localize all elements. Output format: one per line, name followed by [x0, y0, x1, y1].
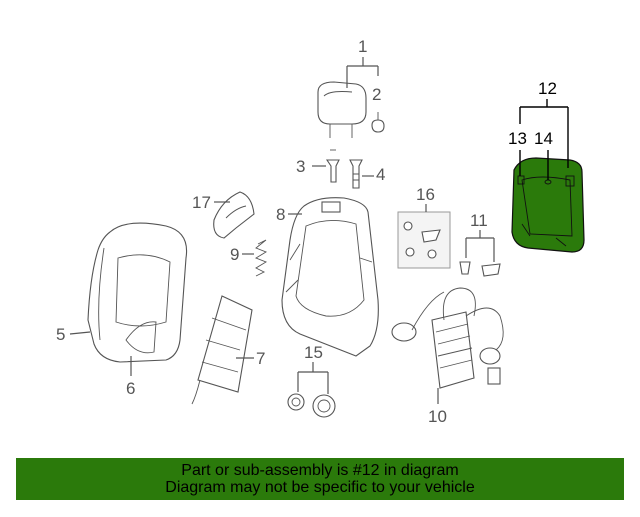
part-10-lumbar-support[interactable] [391, 287, 504, 389]
part-3-guide-sleeve[interactable] [325, 149, 340, 183]
callout-17: 17 [192, 193, 211, 212]
callout-9: 9 [230, 245, 239, 264]
callout-5: 5 [56, 325, 65, 344]
banner-line-2: Diagram may not be specific to your vehi… [165, 479, 475, 496]
callout-1: 1 [358, 37, 367, 56]
callout-11: 11 [470, 211, 488, 230]
part-16-fastener-kit[interactable] [397, 211, 451, 269]
part-4-guide-sleeve[interactable] [349, 159, 363, 189]
part-7-backrest-panel[interactable] [191, 295, 253, 405]
callout-3: 3 [296, 157, 305, 176]
part-2-guide[interactable] [371, 112, 385, 133]
callout-12: 12 [538, 79, 557, 98]
callout-2: 2 [372, 85, 381, 104]
part-15-bushings[interactable] [287, 393, 336, 418]
callout-15: 15 [304, 343, 323, 362]
part-12-backrest-panel[interactable] [511, 157, 585, 253]
callout-8: 8 [276, 205, 285, 224]
callout-6: 6 [126, 379, 135, 398]
part-9-spring[interactable] [254, 239, 268, 277]
part-17-trim-cover[interactable] [213, 191, 255, 239]
callout-14: 14 [534, 129, 553, 148]
notice-banner: Part or sub-assembly is #12 in diagram D… [16, 458, 624, 500]
callout-13: 13 [508, 129, 527, 148]
part-11-clip-set[interactable] [459, 261, 501, 277]
part-8-backrest-frame[interactable] [281, 197, 379, 357]
part-1-headrest[interactable] [317, 81, 367, 138]
callout-4: 4 [376, 165, 385, 184]
callout-10: 10 [428, 407, 447, 426]
callout-7: 7 [256, 349, 265, 368]
part-5-backrest-cover[interactable] [87, 222, 188, 363]
banner-line-1: Part or sub-assembly is #12 in diagram [181, 462, 459, 479]
callout-16: 16 [416, 185, 435, 204]
